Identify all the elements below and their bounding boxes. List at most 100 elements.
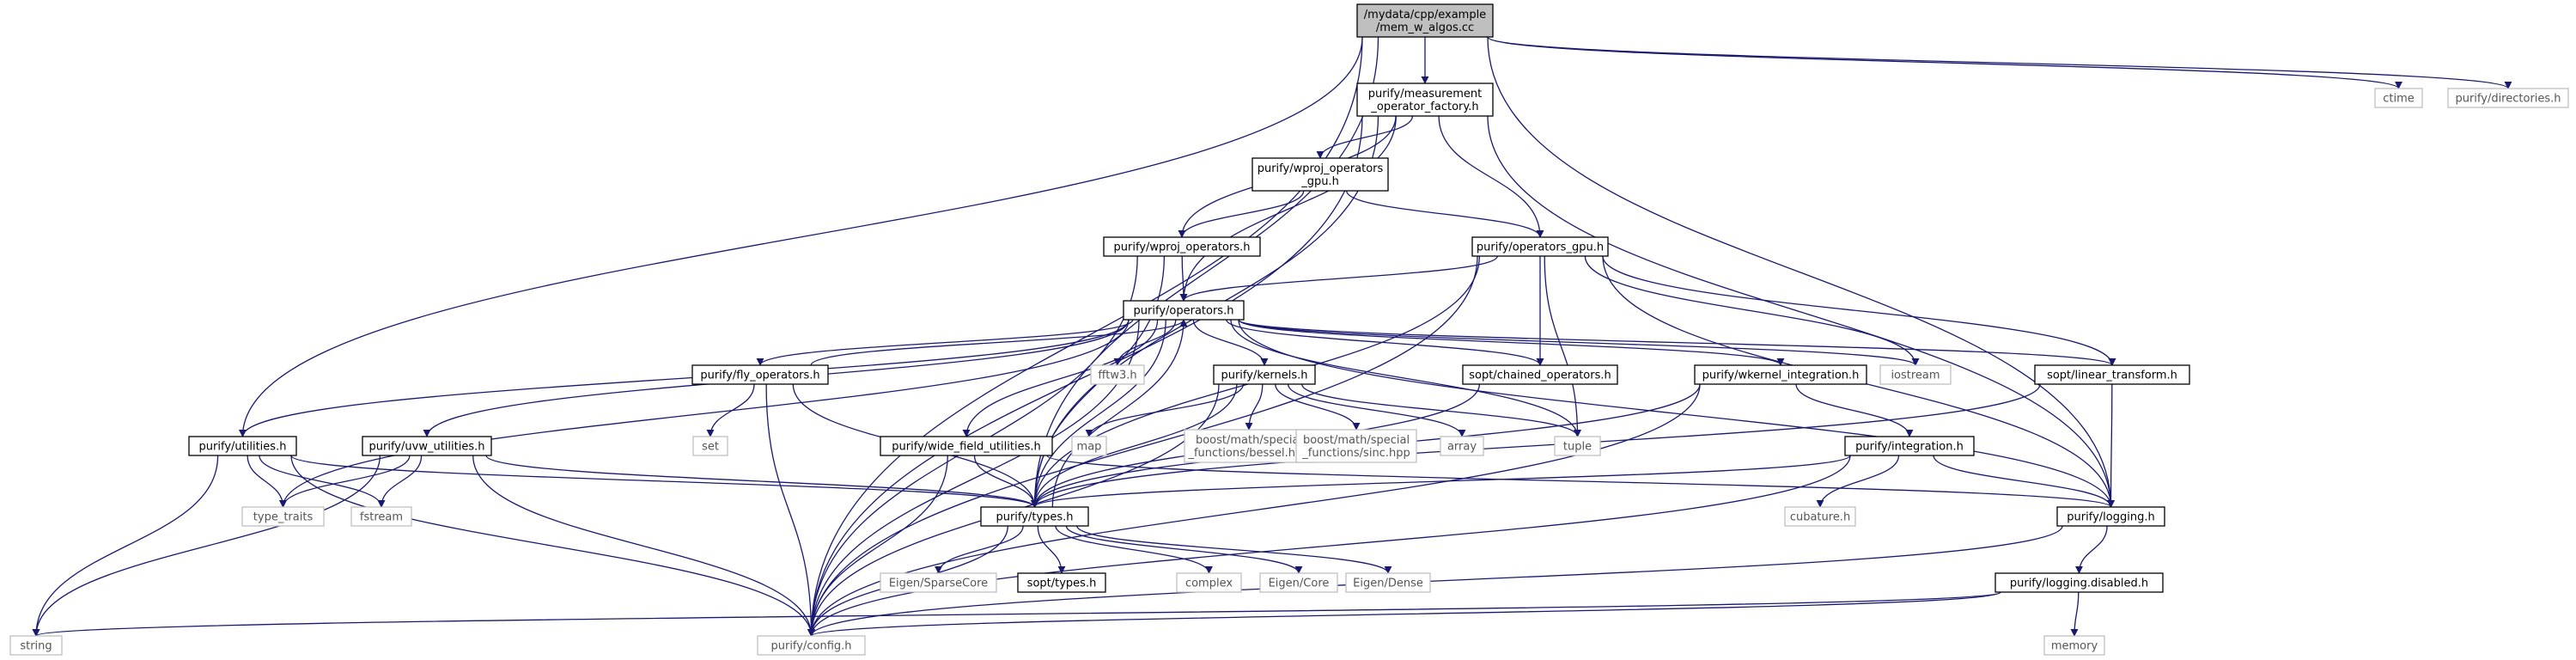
node-label: purify/logging.h bbox=[2067, 511, 2154, 524]
node-label: array bbox=[1447, 441, 1477, 454]
edge-uvw-to-types bbox=[485, 455, 1038, 508]
node-label: _gpu.h bbox=[1300, 175, 1339, 188]
edge-log_disabled-to-memory bbox=[2070, 591, 2080, 637]
node-cubature: cubature.h bbox=[1784, 506, 1856, 527]
edge-types-to-ops bbox=[1051, 319, 1188, 508]
edge-ops-to-tuple bbox=[1230, 319, 1582, 437]
edge-ops-to-types bbox=[1030, 319, 1166, 508]
node-ops[interactable]: purify/operators.h bbox=[1123, 300, 1245, 321]
edge-ops-to-kernels bbox=[1192, 319, 1269, 366]
edge-types-to-eigen_dense bbox=[1076, 525, 1392, 574]
edge-kernels-to-array bbox=[1287, 383, 1466, 437]
node-label: purify/logging.disabled.h bbox=[2010, 578, 2148, 590]
edge-ops-to-fly bbox=[756, 319, 1134, 366]
node-label: purify/config.h bbox=[770, 640, 851, 653]
node-label: memory bbox=[2051, 640, 2098, 653]
edge-linear-to-types bbox=[1031, 383, 2041, 508]
node-types[interactable]: purify/types.h bbox=[980, 506, 1089, 527]
edge-kernels-to-tuple bbox=[1301, 383, 1581, 437]
node-label: tuple bbox=[1563, 441, 1592, 454]
edge-logging-to-log_disabled bbox=[2074, 525, 2108, 574]
node-ops-gpu[interactable]: purify/operators_gpu.h bbox=[1471, 236, 1609, 257]
node-wproj[interactable]: purify/wproj_operators.h bbox=[1103, 236, 1261, 257]
node-linear[interactable]: sopt/linear_transform.h bbox=[2034, 364, 2190, 385]
edge-kernels-to-types bbox=[1030, 383, 1238, 508]
edge-wproj_gpu-to-wproj bbox=[1178, 190, 1305, 238]
node-fftw3: fftw3.h bbox=[1090, 364, 1145, 385]
node-label: map bbox=[1077, 441, 1102, 454]
edge-linear-to-logging bbox=[2106, 383, 2116, 508]
node-utilities[interactable]: purify/utilities.h bbox=[188, 436, 297, 456]
edge-wproj-to-ops bbox=[1179, 255, 1188, 302]
node-wproj-gpu[interactable]: purify/wproj_operators_gpu.h bbox=[1251, 157, 1389, 192]
node-mof[interactable]: purify/measurement_operator_factory.h bbox=[1356, 82, 1494, 117]
node-label: purify/fly_operators.h bbox=[700, 370, 819, 382]
node-config: purify/config.h bbox=[757, 635, 866, 656]
node-ctime: ctime bbox=[2374, 88, 2423, 108]
node-string: string bbox=[9, 635, 63, 656]
edge-kernels-to-bessel bbox=[1245, 383, 1264, 431]
node-log-disabled[interactable]: purify/logging.disabled.h bbox=[1994, 572, 2164, 593]
edge-ops-to-chained bbox=[1226, 319, 1544, 366]
edge-integration-to-types bbox=[1031, 455, 1851, 508]
node-label: purify/wproj_operators.h bbox=[1114, 241, 1251, 254]
edge-utilities-to-string bbox=[32, 455, 219, 637]
node-label: Eigen/Core bbox=[1269, 578, 1330, 590]
node-chained[interactable]: sopt/chained_operators.h bbox=[1462, 364, 1618, 385]
node-label: sopt/chained_operators.h bbox=[1469, 370, 1611, 382]
edge-types-to-complex bbox=[1055, 525, 1213, 574]
node-label: string bbox=[20, 640, 52, 653]
edge-ops-to-wkernel bbox=[1238, 319, 1785, 366]
node-logging[interactable]: purify/logging.h bbox=[2056, 506, 2165, 527]
edge-ops-to-utilities bbox=[239, 319, 1130, 437]
node-label: type_traits bbox=[253, 511, 314, 524]
edge-kernels-to-sinc bbox=[1275, 383, 1361, 431]
edge-uvw-to-type_traits bbox=[278, 455, 411, 508]
edge-mof-to-config bbox=[807, 115, 1363, 637]
node-sopt-types[interactable]: sopt/types.h bbox=[1017, 572, 1106, 593]
node-kernels[interactable]: purify/kernels.h bbox=[1213, 364, 1316, 385]
edge-mof-to-ops_gpu bbox=[1438, 115, 1544, 238]
node-label: _operator_factory.h bbox=[1370, 101, 1478, 113]
node-set: set bbox=[692, 436, 728, 456]
node-root[interactable]: /mydata/cpp/example/mem_w_algos.cc bbox=[1356, 3, 1494, 38]
edge-ops-to-linear bbox=[1238, 319, 2116, 366]
node-wide[interactable]: purify/wide_field_utilities.h bbox=[880, 436, 1053, 456]
node-label: purify/wkernel_integration.h bbox=[1702, 370, 1860, 382]
node-sparse: Eigen/SparseCore bbox=[880, 572, 997, 593]
edge-integration-to-cubature bbox=[1816, 455, 1900, 508]
edge-logging-to-config bbox=[807, 525, 2063, 637]
node-integration[interactable]: purify/integration.h bbox=[1844, 436, 1975, 456]
edge-mof-to-wproj_gpu bbox=[1316, 115, 1414, 159]
node-label: purify/types.h bbox=[996, 511, 1073, 524]
node-label: cubature.h bbox=[1790, 511, 1850, 524]
edge-wide-to-config bbox=[807, 455, 948, 637]
edge-log_disabled-to-config bbox=[807, 591, 2001, 637]
node-directories: purify/directories.h bbox=[2447, 88, 2569, 108]
edge-utilities-to-type_traits bbox=[247, 455, 288, 508]
node-label: boost/math/special bbox=[1303, 434, 1410, 447]
edge-wkernel-to-integration bbox=[1795, 383, 1914, 437]
node-label: purify/operators.h bbox=[1134, 305, 1234, 318]
node-uvw[interactable]: purify/uvw_utilities.h bbox=[362, 436, 492, 456]
node-label: purify/directories.h bbox=[2455, 93, 2561, 106]
node-type-traits: type_traits bbox=[241, 506, 325, 527]
edge-mof-to-ops bbox=[1179, 115, 1397, 302]
node-memory: memory bbox=[2043, 635, 2105, 656]
edge-types-to-sparse bbox=[934, 525, 1024, 574]
node-label: Eigen/SparseCore bbox=[889, 578, 988, 590]
node-wkernel[interactable]: purify/wkernel_integration.h bbox=[1694, 364, 1867, 385]
node-fly[interactable]: purify/fly_operators.h bbox=[691, 364, 829, 385]
node-label: ctime bbox=[2383, 93, 2415, 106]
node-label: set bbox=[702, 441, 719, 454]
node-label: /mydata/cpp/example bbox=[1364, 9, 1486, 21]
node-label: purify/kernels.h bbox=[1221, 370, 1307, 382]
edge-ops-to-logging bbox=[1238, 319, 2115, 508]
edge-wproj_gpu-to-ops_gpu bbox=[1346, 190, 1544, 238]
edge-uvw-to-string bbox=[32, 455, 381, 637]
node-label: purify/wproj_operators bbox=[1258, 162, 1384, 175]
edge-uvw-to-config bbox=[472, 455, 816, 637]
node-sinc: boost/math/special_functions/sinc.hpp bbox=[1295, 429, 1417, 463]
edge-fly-to-ops bbox=[810, 319, 1188, 366]
